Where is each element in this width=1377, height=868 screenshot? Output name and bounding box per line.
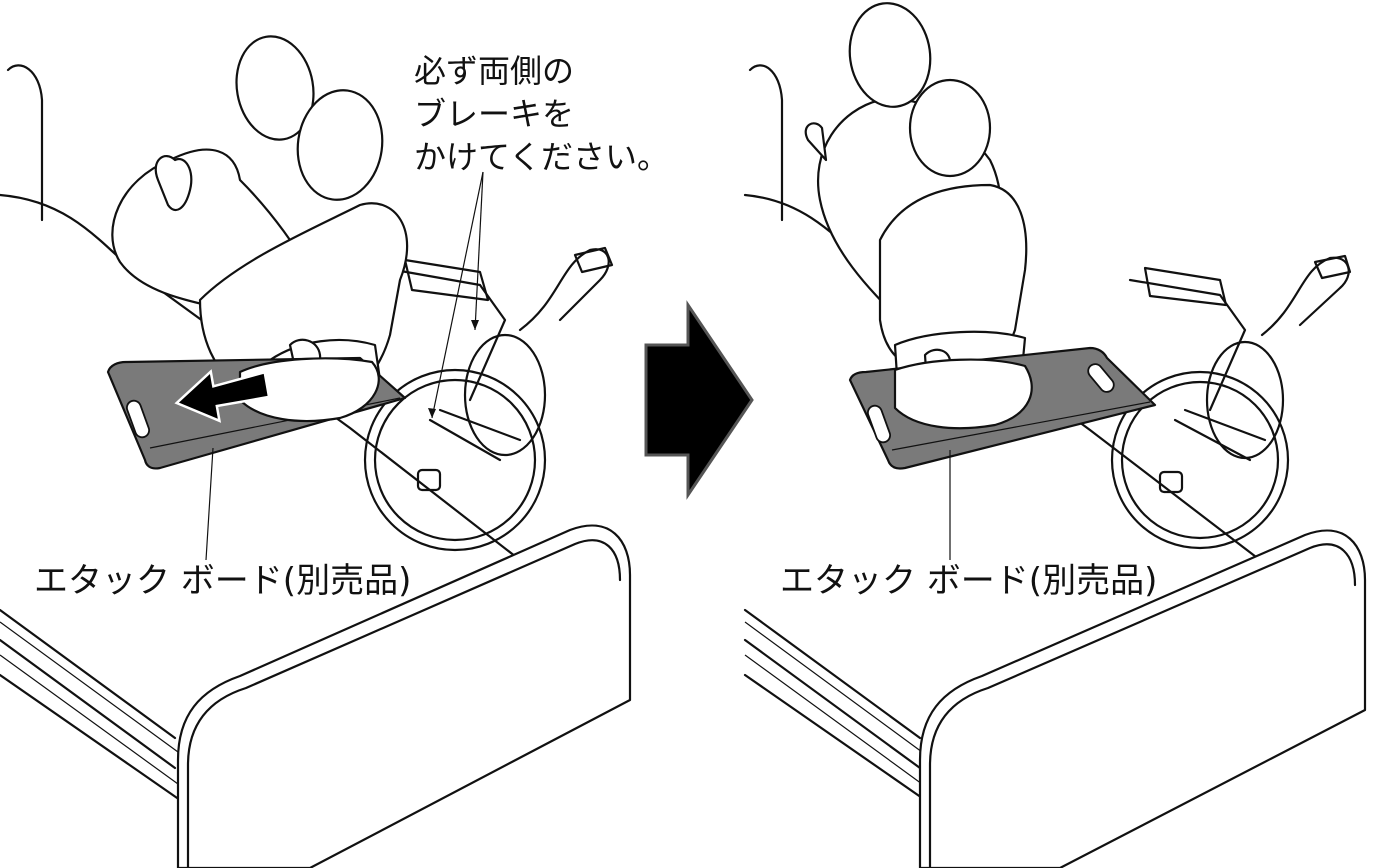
left-board-leader — [205, 447, 214, 561]
right-board-label: エタック ボード(別売品) — [780, 561, 1157, 601]
brake-note-line-3: かけてください。 — [414, 138, 669, 176]
left-bed-mattress-lower — [0, 608, 182, 802]
left-wheelchair — [363, 246, 614, 552]
left-board-label: エタック ボード(別売品) — [34, 561, 411, 601]
right-wheelchair — [1110, 254, 1352, 550]
left-arrow-icon — [174, 369, 271, 423]
brake-note: 必ず両側の ブレーキを かけてください。 — [414, 52, 669, 176]
right-arrow-icon — [644, 300, 754, 500]
left-bed-headboard-back — [6, 64, 44, 222]
right-board-handle-slot-left — [866, 404, 892, 444]
brake-note-leaders — [428, 171, 484, 419]
right-board-handle-slot-right — [1087, 363, 1115, 393]
right-panel: エタック ボード(別売品) — [743, 2, 1367, 868]
brake-note-line-2: ブレーキを — [414, 95, 574, 133]
left-bed-footboard — [176, 524, 632, 868]
left-board-handle-slot — [125, 399, 151, 439]
brake-note-line-1: 必ず両側の — [414, 52, 574, 90]
right-bed-footboard — [918, 529, 1367, 868]
left-panel: 必ず両側の ブレーキを かけてください。 エタック ボード(別売品) — [0, 35, 669, 868]
